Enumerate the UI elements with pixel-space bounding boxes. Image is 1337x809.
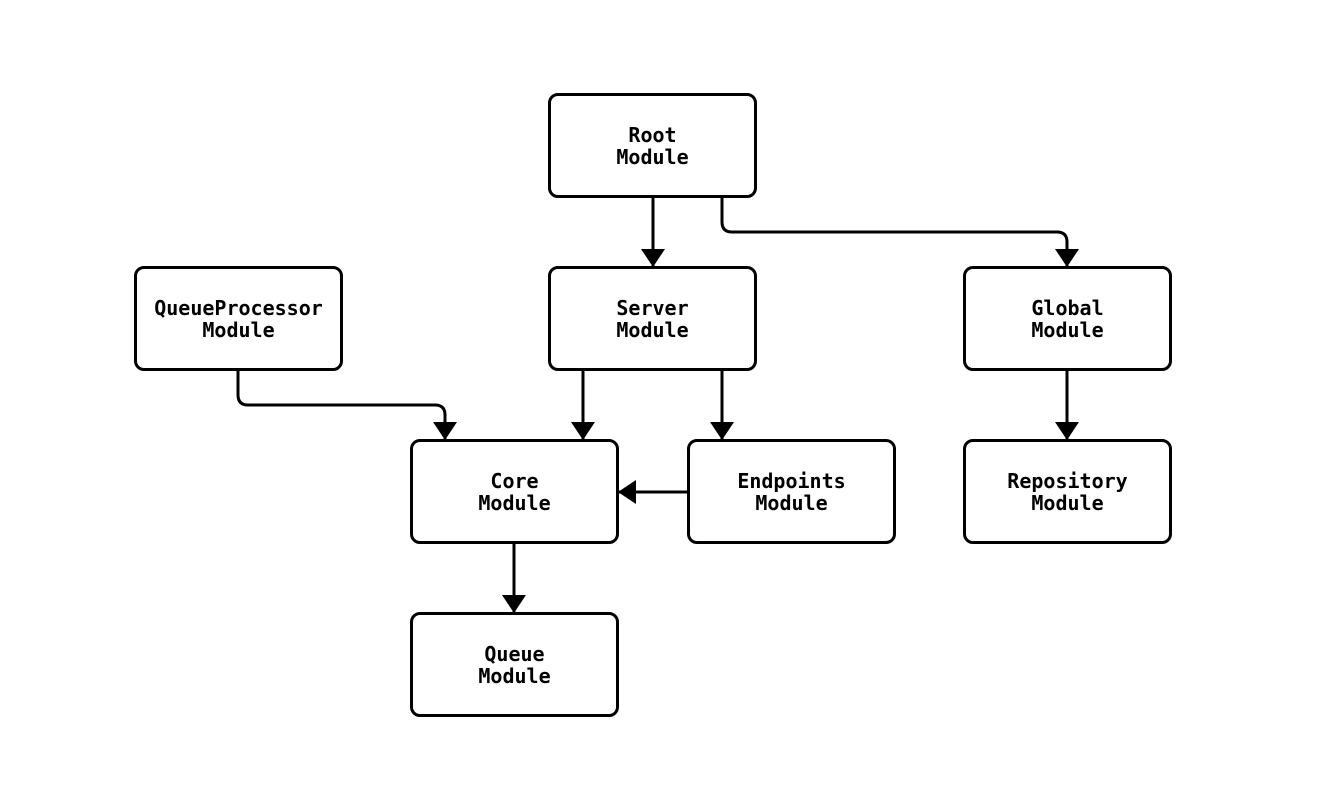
node-endpoints-label-line: Module — [755, 490, 828, 515]
node-core-label-line: Core — [490, 468, 539, 493]
edge-queueprocessor-to-core — [236, 371, 457, 440]
node-global-label-line: Global — [1031, 295, 1104, 320]
node-server-label-line: Module — [616, 317, 689, 342]
node-queue-label-line: Queue — [484, 641, 545, 666]
node-root-label-line: Root — [628, 122, 677, 147]
node-repository-label-line: Module — [1031, 490, 1104, 515]
node-queueprocessor-label-line: Module — [202, 317, 275, 342]
node-root-label-line: Module — [616, 144, 689, 169]
node-core-label-line: Module — [478, 490, 551, 515]
node-global-label-line: Module — [1031, 317, 1104, 342]
node-queueprocessor-label-line: QueueProcessor — [154, 295, 323, 320]
node-server-label-line: Server — [616, 295, 689, 320]
node-queue-label-line: Module — [478, 663, 551, 688]
node-repository-label-line: Repository — [1007, 468, 1128, 493]
edge-root-to-global — [720, 198, 1079, 267]
node-endpoints-label-line: Endpoints — [737, 468, 846, 493]
